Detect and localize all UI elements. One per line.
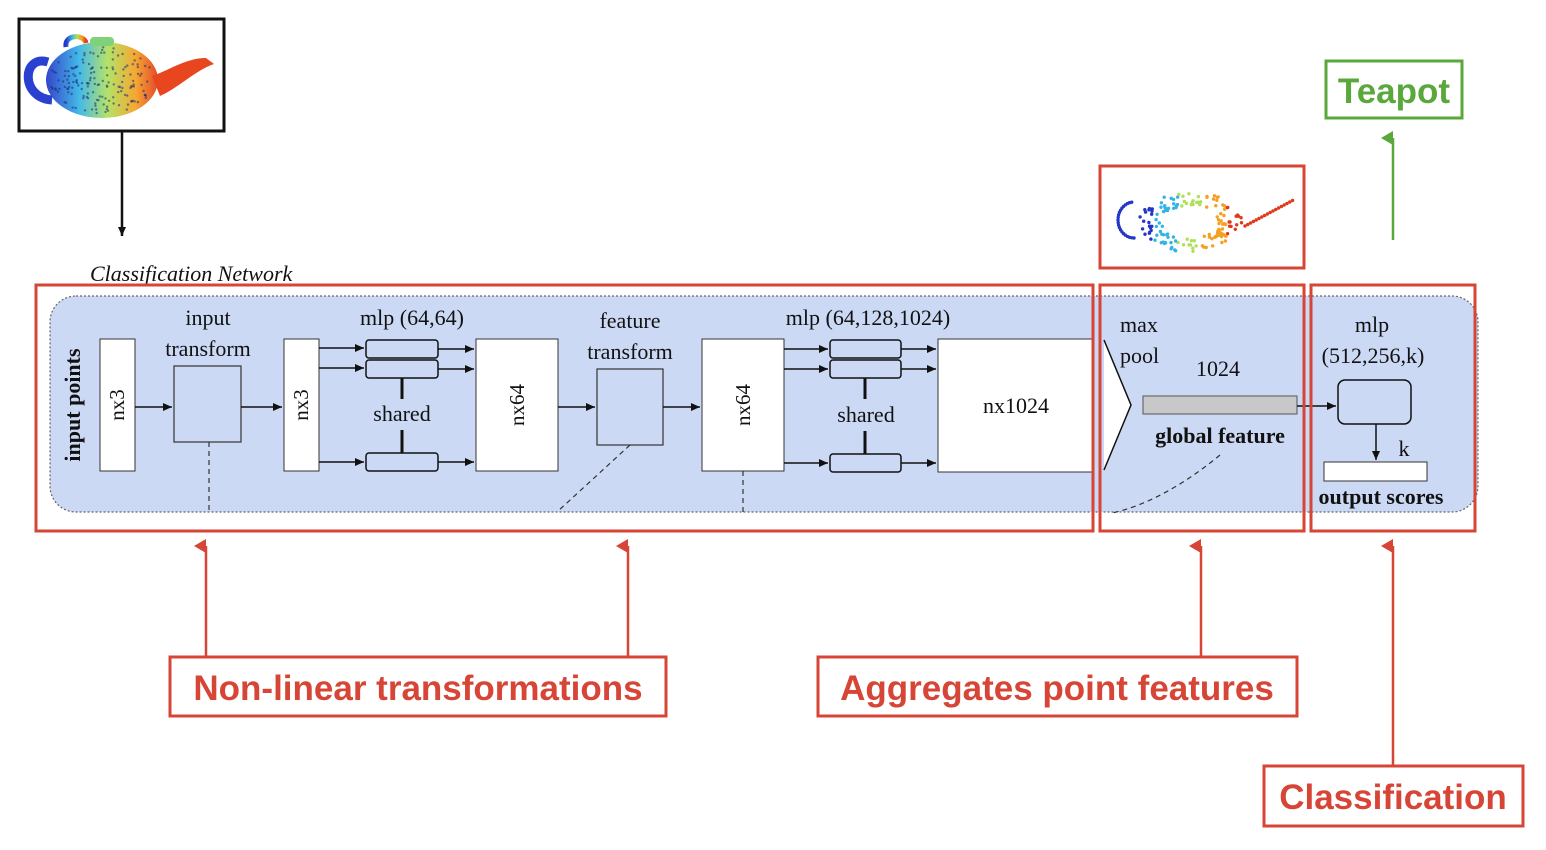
nx1024-label: nx1024 [983, 393, 1049, 418]
input-transform-label-1: input [185, 305, 230, 330]
nx3-box-1 [99, 338, 136, 472]
output-scores-bar [1323, 461, 1428, 482]
nx3-box-2 [283, 338, 320, 472]
network-title: Classification Network [90, 261, 294, 286]
nonlinear-highlight-box [34, 283, 1095, 533]
aggregates-annotation-box [816, 655, 1299, 718]
nx64-box-1 [475, 338, 559, 472]
mlp2-label: mlp (64,128,1024) [786, 305, 950, 330]
nx3-label-1: nx3 [105, 389, 129, 421]
nx64-box-2 [701, 338, 785, 472]
point-cloud-dots [50, 46, 151, 115]
nonlinear-annotation-box [168, 655, 668, 718]
k-label: k [1399, 436, 1410, 461]
aggregate-highlight-box [1098, 283, 1306, 533]
mlp3-label-2: (512,256,k) [1322, 343, 1425, 368]
dashed-line [556, 444, 631, 513]
classification-annotation-box [1262, 764, 1525, 828]
nx3-label-2: nx3 [289, 389, 313, 421]
nx64-label-1: nx64 [505, 384, 529, 427]
nx1024-box [937, 338, 1095, 473]
input-points-label: input points [60, 348, 85, 462]
mlp2-block [784, 339, 936, 473]
dim-1024-label: 1024 [1196, 356, 1240, 381]
classification-highlight-box [1309, 283, 1477, 533]
feature-transform-label-1: feature [599, 308, 660, 333]
mlp3-box [1337, 379, 1412, 425]
shared-label-1: shared [373, 401, 430, 426]
dashed-line [1111, 454, 1221, 514]
mlp3-label-1: mlp [1355, 312, 1389, 337]
nonlinear-annotation: Non-linear transformations [193, 669, 642, 708]
shared-label-2: shared [837, 402, 894, 427]
result-box [1324, 59, 1464, 120]
input-teapot-image [17, 17, 226, 133]
nx64-label-2: nx64 [731, 384, 755, 427]
input-transform-label-2: transform [165, 336, 251, 361]
feature-transform-label-2: transform [587, 339, 673, 364]
maxpool-label-2: pool [1120, 343, 1159, 368]
input-transform-box [173, 365, 242, 443]
mlp1-label: mlp (64,64) [360, 305, 464, 330]
maxpool-label-1: max [1120, 312, 1158, 337]
global-feature-label: global feature [1155, 423, 1285, 448]
maxpool-symbol [1103, 339, 1132, 471]
classification-annotation: Classification [1279, 778, 1507, 817]
mlp1-block [319, 339, 474, 472]
critical-points-image [1098, 164, 1306, 270]
output-scores-label: output scores [1319, 484, 1444, 509]
feature-transform-box [596, 368, 664, 446]
aggregates-annotation: Aggregates point features [840, 669, 1274, 708]
result-label: Teapot [1338, 72, 1450, 111]
global-feature-bar [1142, 395, 1298, 415]
